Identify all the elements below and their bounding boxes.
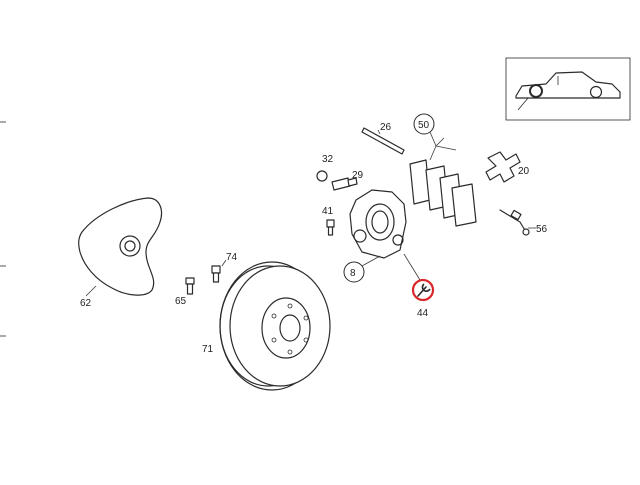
label-8-callout-circle [343,261,365,283]
part-50-brake-pads: 50 [409,113,477,227]
label-26: 26 [380,122,392,133]
part-65-bolt: 65 [175,277,195,307]
part-26-pin: 26 [361,122,405,155]
label-62: 62 [80,298,92,309]
part-32-bleeder-cap: 32 [316,154,334,182]
part-29-bleeder-screw: 29 [331,170,364,191]
wrench-icon [417,283,431,297]
label-29: 29 [352,170,364,181]
page-border-marks [0,121,6,337]
vehicle-location-inset [505,57,631,121]
part-41-bolt: 41 [322,206,335,236]
part-20-spring: 20 [485,151,530,183]
label-41: 41 [322,206,334,217]
part-44-torque-callout: 44 [403,253,435,319]
label-65: 65 [175,296,187,307]
part-74-bolt: 74 [211,252,238,283]
part-71-brake-disc: 71 [202,261,331,391]
label-74: 74 [226,252,238,263]
part-56-wear-sensor: 56 [499,209,548,236]
part-8-brake-caliper: 8 [343,189,407,283]
highlight-ring [411,278,435,302]
label-71: 71 [202,344,214,355]
label-32: 32 [322,154,334,165]
label-56: 56 [536,224,548,235]
label-44: 44 [417,308,429,319]
part-62-dust-shield: 62 [78,197,163,309]
label-50: 50 [418,120,430,131]
label-50-callout-circle [413,113,435,135]
label-20: 20 [518,166,530,177]
label-8: 8 [350,268,356,279]
highlighted-front-wheel [529,84,543,98]
